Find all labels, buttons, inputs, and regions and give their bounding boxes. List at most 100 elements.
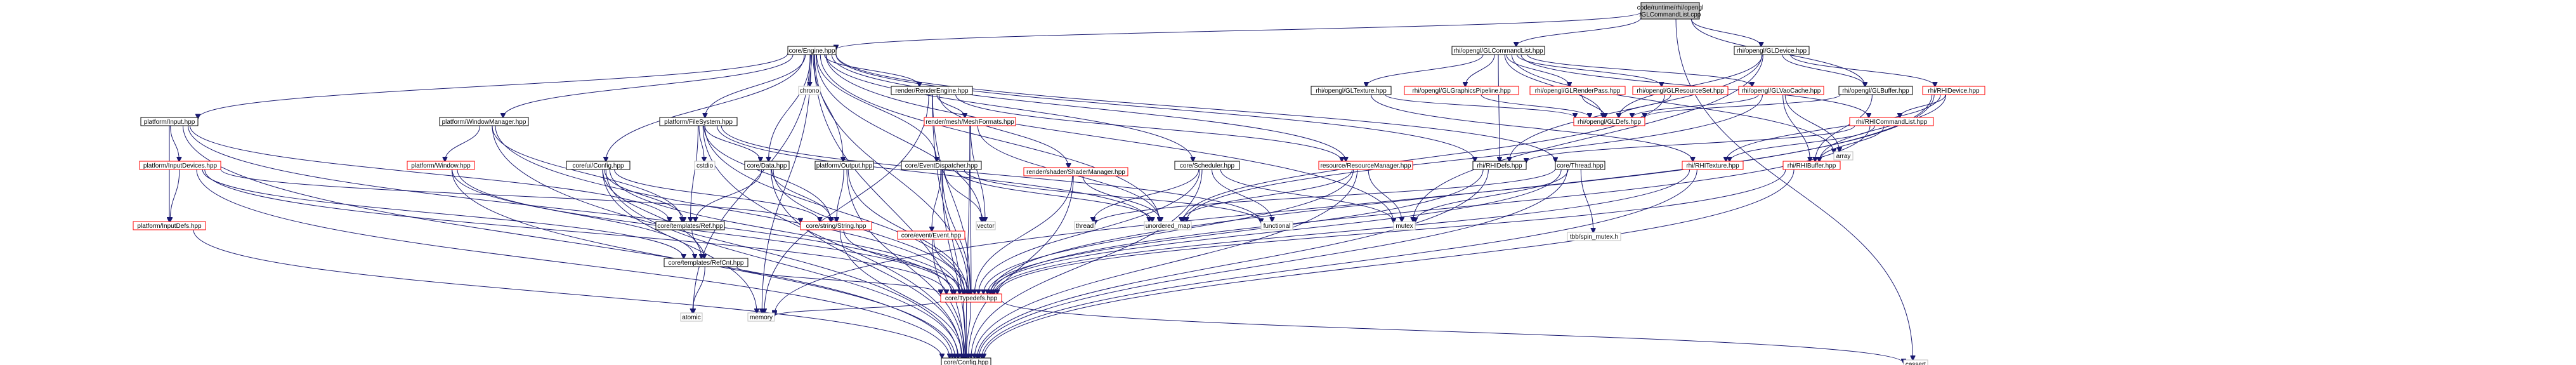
edge-engine-to-filesystem bbox=[705, 54, 806, 117]
node-label-typedefs: core/Typedefs.hpp bbox=[945, 295, 998, 302]
node-inputdevices[interactable]: platform/InputDevices.hpp bbox=[139, 161, 221, 170]
node-box-eventdispatcher bbox=[901, 161, 982, 170]
edge-glcmdlist_h-to-glvaocache bbox=[1527, 54, 1752, 86]
node-glvaocache[interactable]: rhi/opengl/GLVaoCache.hpp bbox=[1738, 86, 1824, 95]
node-gltexture[interactable]: rhi/opengl/GLTexture.hpp bbox=[1311, 86, 1392, 95]
node-label-resmanager: resource/ResourceManager.hpp bbox=[1321, 163, 1411, 169]
node-thread: thread bbox=[1074, 221, 1095, 230]
node-meshformats[interactable]: render/mesh/MeshFormats.hpp bbox=[924, 117, 1016, 126]
node-box-rhidevice bbox=[1922, 86, 1985, 95]
edge-corestring-to-typedefs bbox=[843, 229, 964, 294]
edge-filesystem-to-unordered_map bbox=[716, 125, 1149, 222]
node-event[interactable]: core/event/Event.hpp bbox=[897, 230, 965, 240]
node-label-gltexture: rhi/opengl/GLTexture.hpp bbox=[1316, 88, 1387, 95]
edge-winmanager-to-tplref bbox=[492, 125, 682, 222]
node-corethread[interactable]: core/Thread.hpp bbox=[1555, 161, 1605, 170]
edge-coredata-to-tplref bbox=[695, 169, 762, 222]
node-box-glcmdlist_h bbox=[1451, 46, 1545, 55]
edge-glvaocache-to-gldefs bbox=[1632, 94, 1759, 117]
edge-glbuffer-to-gldefs bbox=[1645, 94, 1841, 117]
node-tplrefcnt[interactable]: core/templates/RefCnt.hpp bbox=[664, 258, 749, 267]
edge-eventdispatcher-to-vector bbox=[944, 169, 983, 222]
edge-filesystem-to-corestring bbox=[703, 125, 831, 222]
node-scheduler[interactable]: core/Scheduler.hpp bbox=[1174, 161, 1240, 170]
edge-resmanager-to-unordered_map bbox=[1181, 169, 1353, 222]
node-label-corethread: core/Thread.hpp bbox=[1557, 163, 1604, 169]
node-rhidevice[interactable]: rhi/RHIDevice.hpp bbox=[1922, 86, 1985, 95]
node-resmanager[interactable]: resource/ResourceManager.hpp bbox=[1318, 161, 1413, 170]
node-gldefs[interactable]: rhi/opengl/GLDefs.hpp bbox=[1573, 117, 1645, 126]
edge-platinput-to-typedefs bbox=[188, 125, 953, 294]
node-label-event: core/event/Event.hpp bbox=[901, 232, 962, 239]
node-gldevice[interactable]: rhi/opengl/GLDevice.hpp bbox=[1734, 46, 1810, 55]
node-window[interactable]: platform/Window.hpp bbox=[407, 161, 475, 170]
node-box-inputdevices bbox=[139, 161, 221, 170]
node-label-glbuffer: rhi/opengl/GLBuffer.hpp bbox=[1842, 88, 1909, 95]
node-glrenderpass[interactable]: rhi/opengl/GLRenderPass.hpp bbox=[1529, 86, 1626, 95]
node-rhitexture[interactable]: rhi/RHITexture.hpp bbox=[1682, 161, 1744, 170]
node-eventdispatcher[interactable]: core/EventDispatcher.hpp bbox=[901, 161, 982, 170]
edge-scheduler-to-functional bbox=[1212, 169, 1272, 222]
node-box-event bbox=[897, 230, 965, 240]
node-corestring[interactable]: core/string/String.hpp bbox=[800, 221, 872, 230]
node-tplref[interactable]: core/templates/Ref.hpp bbox=[655, 221, 725, 230]
node-platoutput[interactable]: platform/Output.hpp bbox=[814, 161, 874, 170]
node-coredata[interactable]: core/Data.hpp bbox=[744, 161, 790, 170]
node-label-functional: functional bbox=[1264, 223, 1291, 230]
node-label-mutex: mutex bbox=[1396, 223, 1413, 230]
edge-gldevice-to-rhidevice bbox=[1790, 54, 1935, 86]
node-winmanager[interactable]: platform/WindowManager.hpp bbox=[439, 117, 529, 126]
edge-rhitexture-to-coreconfig bbox=[982, 169, 1697, 358]
edge-corethread-to-tbb bbox=[1580, 169, 1593, 232]
edge-renderengine-to-shadermanager bbox=[939, 94, 1069, 168]
node-glgfxpipeline[interactable]: rhi/opengl/GLGraphicsPipeline.hpp bbox=[1404, 86, 1519, 95]
node-box-tplrefcnt bbox=[664, 258, 749, 267]
node-label-array: array bbox=[1836, 153, 1851, 160]
node-label-cstdio: cstdio bbox=[696, 163, 714, 169]
node-label-rhidefs: rhi/RHIDefs.hpp bbox=[1477, 163, 1522, 169]
edge-winmanager-to-typedefs bbox=[495, 125, 960, 294]
edge-engine-to-winmanager bbox=[503, 54, 794, 117]
edge-coredata-to-typedefs bbox=[773, 169, 965, 294]
node-rhicmdlist[interactable]: rhi/RHICommandList.hpp bbox=[1849, 117, 1934, 126]
edge-window-to-typedefs bbox=[457, 169, 955, 294]
node-filesystem[interactable]: platform/FileSystem.hpp bbox=[659, 117, 738, 126]
node-memory: memory bbox=[747, 312, 775, 322]
node-rhidefs[interactable]: rhi/RHIDefs.hpp bbox=[1472, 161, 1527, 170]
node-coreconfig[interactable]: core/Config.hpp bbox=[941, 357, 991, 365]
node-rhibuffer[interactable]: rhi/RHIBuffer.hpp bbox=[1782, 161, 1841, 170]
node-glbuffer[interactable]: rhi/opengl/GLBuffer.hpp bbox=[1838, 86, 1913, 95]
edge-meshformats-to-typedefs bbox=[970, 125, 971, 294]
edge-rhicmdlist-to-rhibuffer bbox=[1819, 125, 1885, 161]
edge-rhicmdlist-to-rhidefs bbox=[1526, 125, 1855, 163]
node-label-corestring: core/string/String.hpp bbox=[806, 223, 866, 230]
edge-root-to-glcmdlist_h bbox=[1516, 17, 1642, 46]
node-label-window: platform/Window.hpp bbox=[411, 163, 471, 169]
edge-glvaocache-to-unordered_map bbox=[1187, 94, 1763, 222]
node-typedefs[interactable]: core/Typedefs.hpp bbox=[940, 293, 1002, 303]
node-glcmdlist_h[interactable]: rhi/opengl/GLCommandList.hpp bbox=[1451, 46, 1545, 55]
edge-inputdevices-to-inputdefs bbox=[170, 169, 180, 222]
edge-resmanager-to-mutex bbox=[1368, 169, 1402, 222]
node-shadermanager[interactable]: render/shader/ShaderManager.hpp bbox=[1023, 167, 1128, 176]
node-platinput[interactable]: platform/Input.hpp bbox=[140, 117, 199, 126]
node-box-platoutput bbox=[814, 161, 874, 170]
edge-inputdevices-to-coreconfig bbox=[196, 169, 950, 358]
edge-root-to-engine bbox=[836, 11, 1642, 50]
node-engine[interactable]: core/Engine.hpp bbox=[787, 46, 837, 55]
edge-platoutput-to-coreconfig bbox=[846, 169, 964, 358]
edge-rhibuffer-to-typedefs bbox=[997, 169, 1786, 294]
node-glresourceset[interactable]: rhi/opengl/GLResourceSet.hpp bbox=[1632, 86, 1729, 95]
edge-inputdevices-to-typedefs bbox=[204, 169, 946, 294]
edge-event-to-typedefs bbox=[933, 239, 969, 294]
node-box-tplref bbox=[655, 221, 725, 230]
edge-engine-to-coreconfig_ui bbox=[606, 54, 805, 161]
node-renderengine[interactable]: render/RenderEngine.hpp bbox=[891, 86, 973, 95]
node-box-glvaocache bbox=[1738, 86, 1824, 95]
edge-coreconfig_ui-to-tplref bbox=[604, 169, 684, 222]
edge-corethread-to-thread bbox=[1095, 168, 1556, 224]
edge-glvaocache-to-rhibuffer bbox=[1782, 94, 1810, 161]
edge-coredata-to-corestring bbox=[771, 169, 831, 222]
node-coreconfig_ui[interactable]: core/ui/Config.hpp bbox=[566, 161, 631, 170]
node-inputdefs[interactable]: platform/InputDefs.hpp bbox=[133, 221, 206, 230]
